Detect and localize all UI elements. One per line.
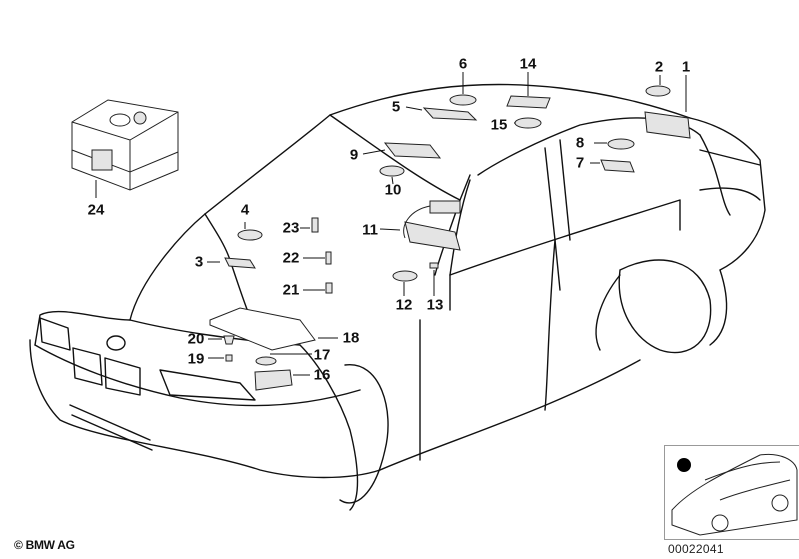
- callout-9[interactable]: 9: [349, 146, 359, 164]
- callout-24[interactable]: 24: [87, 201, 105, 219]
- callout-22[interactable]: 22: [282, 249, 300, 267]
- callout-4[interactable]: 4: [240, 201, 250, 219]
- callout-13[interactable]: 13: [426, 296, 444, 314]
- part-lamps: [209, 95, 691, 391]
- callout-11[interactable]: 11: [362, 221, 378, 239]
- copyright-label: © BMW AG: [14, 538, 75, 552]
- callout-8[interactable]: 8: [575, 134, 585, 152]
- car-body: [29, 83, 766, 511]
- callout-6[interactable]: 6: [458, 55, 468, 73]
- part-bulbs: [237, 85, 671, 366]
- callout-10[interactable]: 10: [384, 181, 402, 199]
- callout-14[interactable]: 14: [519, 55, 537, 73]
- part-24-first-aid-box: [71, 99, 179, 191]
- callout-2[interactable]: 2: [654, 58, 664, 76]
- callout-20[interactable]: 20: [187, 330, 205, 348]
- callout-21[interactable]: 21: [282, 281, 300, 299]
- callout-3[interactable]: 3: [194, 253, 204, 271]
- thumbnail-car: [671, 453, 798, 536]
- callout-1[interactable]: 1: [681, 58, 691, 76]
- callout-18[interactable]: 18: [342, 329, 360, 347]
- diagram-id: 00022041: [668, 542, 724, 556]
- callout-15[interactable]: 15: [490, 116, 508, 134]
- callout-12[interactable]: 12: [395, 296, 413, 314]
- callout-23[interactable]: 23: [282, 219, 300, 237]
- callout-7[interactable]: 7: [575, 154, 585, 172]
- callout-5[interactable]: 5: [391, 98, 401, 116]
- leader-lines: [95, 72, 687, 376]
- callout-17[interactable]: 17: [313, 346, 331, 364]
- location-marker: [677, 458, 691, 472]
- callout-19[interactable]: 19: [187, 350, 205, 368]
